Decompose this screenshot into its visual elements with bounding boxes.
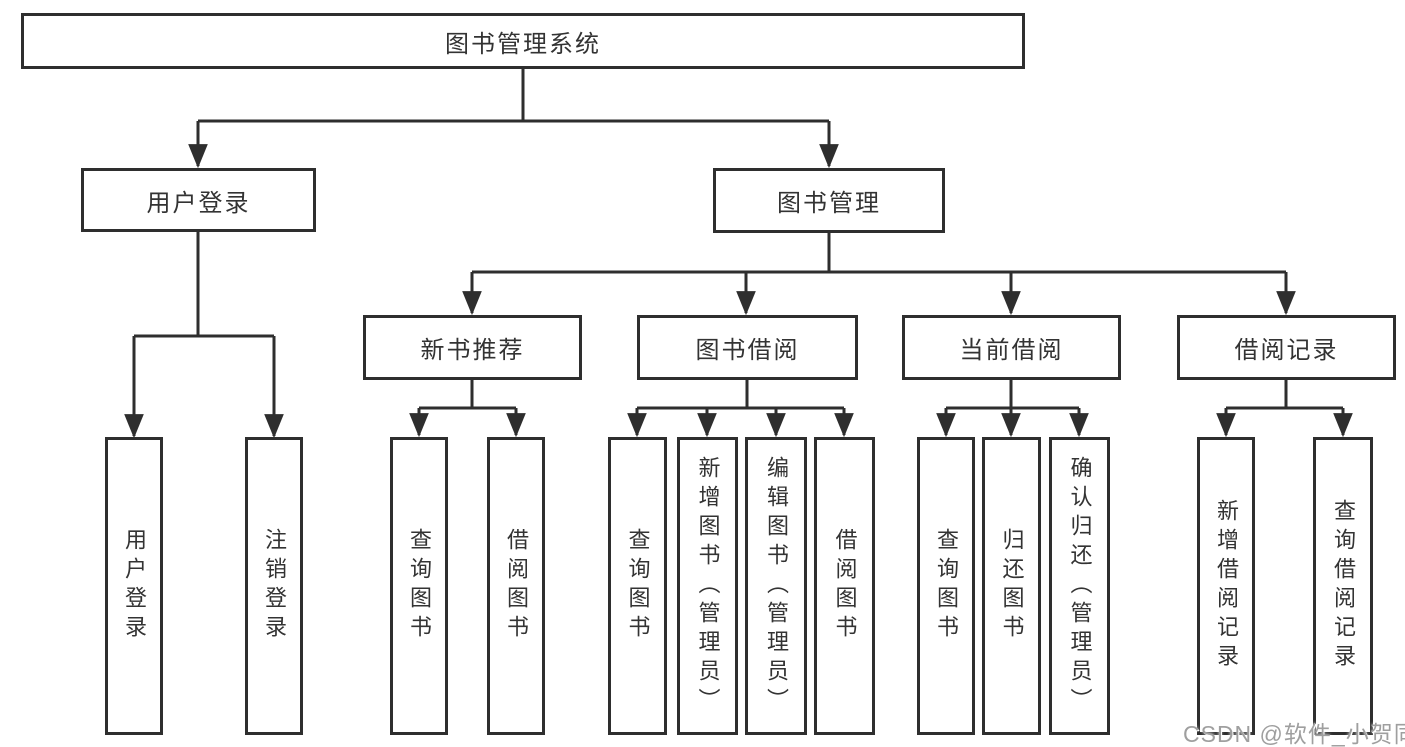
leaf-add-borrow-record: 新增借阅记录	[1197, 437, 1255, 735]
leaf-return-books: 归还图书	[982, 437, 1041, 735]
leaf-edit-books-admin-label: 编辑图书（管理员）	[764, 455, 789, 717]
leaf-query-books-borrow: 查询图书	[608, 437, 667, 735]
node-current-borrowing: 当前借阅	[902, 315, 1121, 380]
csdn-watermark: CSDN @软件_小贺同学	[1183, 721, 1405, 747]
leaf-borrow-books-label: 借阅图书	[832, 528, 858, 644]
edge-current-borrow-children	[936, 380, 1089, 438]
node-borrowing-records-label: 借阅记录	[1234, 337, 1339, 364]
leaf-query-books-recommend: 查询图书	[390, 437, 448, 735]
node-new-book-recommend-label: 新书推荐	[420, 337, 525, 364]
node-user-login-label: 用户登录	[146, 189, 251, 217]
leaf-query-borrow-record-label: 查询借阅记录	[1331, 499, 1356, 673]
node-book-borrowing-label: 图书借阅	[695, 337, 800, 364]
leaf-query-books-borrow-label: 查询图书	[625, 528, 651, 644]
leaf-borrow-books-recommend: 借阅图书	[487, 437, 545, 735]
edge-book-management-children	[462, 233, 1296, 316]
node-book-management: 图书管理	[713, 168, 945, 233]
node-root-label: 图书管理系统	[445, 30, 601, 58]
leaf-query-books-current: 查询图书	[917, 437, 975, 735]
leaf-edit-books-admin: 编辑图书（管理员）	[745, 437, 807, 735]
leaf-return-books-label: 归还图书	[999, 528, 1025, 644]
node-borrowing-records: 借阅记录	[1177, 315, 1396, 380]
node-user-login: 用户登录	[81, 168, 316, 232]
leaf-query-books-current-label: 查询图书	[934, 528, 959, 644]
edge-book-borrow-children	[627, 380, 854, 438]
leaf-query-borrow-record: 查询借阅记录	[1313, 437, 1373, 735]
edge-user-login-children	[124, 232, 284, 439]
leaf-confirm-return-admin-label: 确认归还（管理员）	[1067, 455, 1093, 717]
leaf-query-books-recommend-label: 查询图书	[407, 528, 432, 644]
leaf-borrow-books-recommend-label: 借阅图书	[504, 528, 529, 644]
leaf-add-borrow-record-label: 新增借阅记录	[1214, 499, 1239, 673]
node-root-system: 图书管理系统	[21, 13, 1025, 69]
edge-new-book-children	[409, 380, 526, 438]
node-new-book-recommend: 新书推荐	[363, 315, 582, 380]
leaf-logout-label: 注销登录	[262, 528, 287, 644]
leaf-add-books-admin-label: 新增图书（管理员）	[695, 455, 721, 717]
edge-borrow-records-children	[1216, 380, 1353, 438]
leaf-borrow-books: 借阅图书	[814, 437, 875, 735]
leaf-user-login-label: 用户登录	[122, 528, 147, 644]
node-book-borrowing: 图书借阅	[637, 315, 858, 380]
node-current-borrowing-label: 当前借阅	[959, 337, 1064, 364]
edge-root-to-level2	[188, 69, 839, 169]
leaf-confirm-return-admin: 确认归还（管理员）	[1049, 437, 1110, 735]
leaf-add-books-admin: 新增图书（管理员）	[677, 437, 738, 735]
node-book-management-label: 图书管理	[777, 190, 881, 217]
leaf-logout: 注销登录	[245, 437, 303, 735]
leaf-user-login: 用户登录	[105, 437, 163, 735]
